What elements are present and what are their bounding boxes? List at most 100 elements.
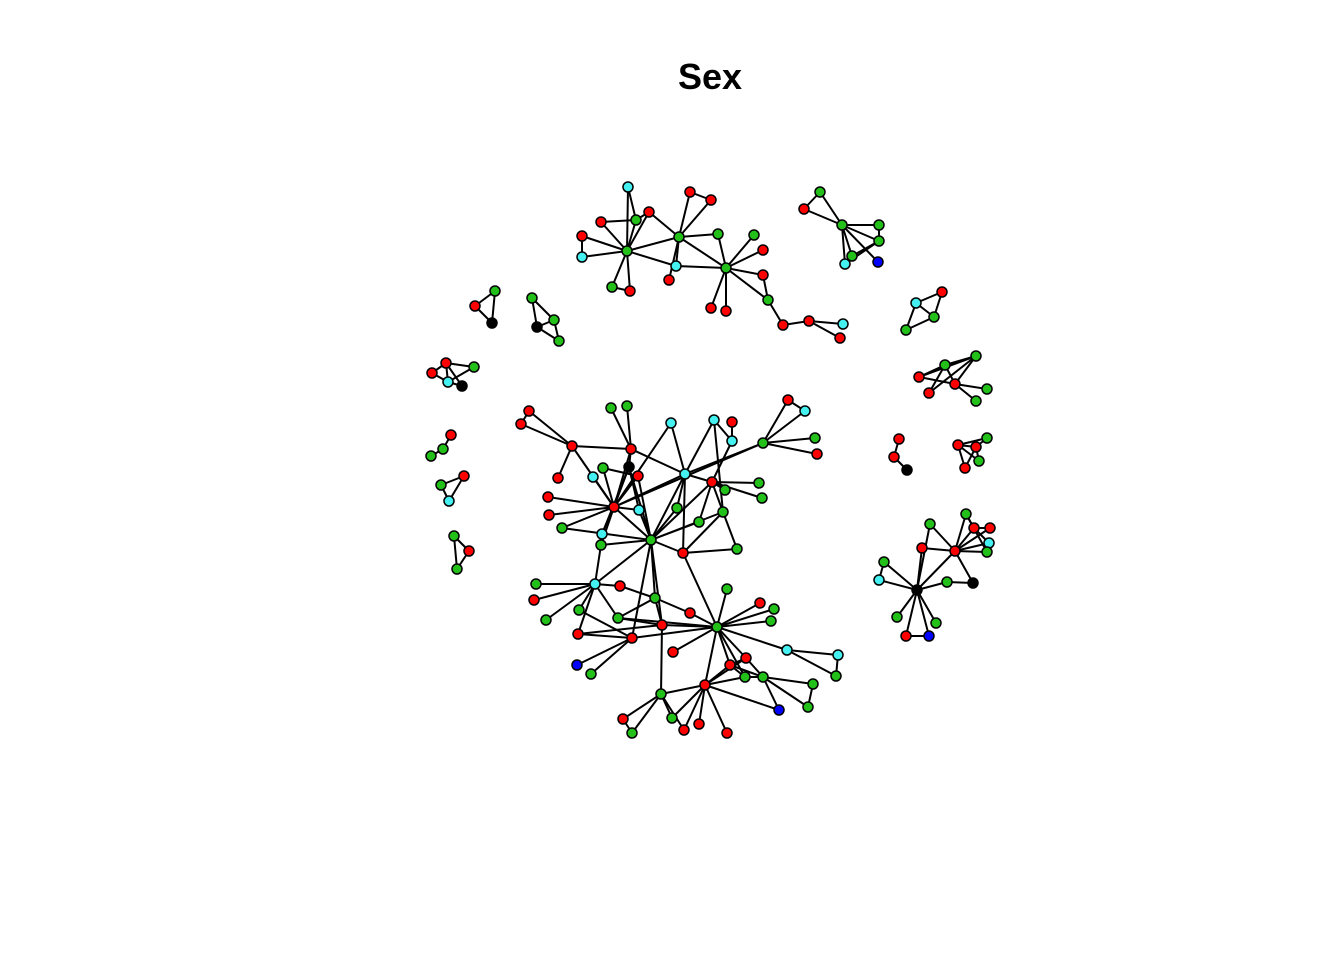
graph-node bbox=[777, 319, 789, 331]
graph-edge bbox=[954, 550, 974, 584]
graph-node bbox=[928, 311, 940, 323]
graph-edge bbox=[678, 199, 712, 238]
graph-node bbox=[456, 380, 468, 392]
graph-edge bbox=[716, 626, 747, 659]
graph-node bbox=[753, 477, 765, 489]
graph-node bbox=[846, 250, 858, 262]
graph-node bbox=[834, 332, 846, 344]
graph-node bbox=[799, 405, 811, 417]
graph-edge bbox=[600, 219, 637, 223]
graph-node bbox=[667, 646, 679, 658]
graph-node bbox=[693, 516, 705, 528]
graph-node bbox=[762, 294, 774, 306]
graph-node bbox=[585, 668, 597, 680]
graph-node bbox=[530, 578, 542, 590]
graph-node bbox=[706, 476, 718, 488]
node-layer bbox=[425, 181, 996, 739]
graph-edge bbox=[878, 579, 918, 591]
graph-node bbox=[724, 659, 736, 671]
graph-edge bbox=[610, 407, 632, 450]
graph-node bbox=[739, 671, 751, 683]
graph-node bbox=[626, 727, 638, 739]
graph-edge bbox=[602, 467, 615, 508]
graph-edge bbox=[762, 676, 780, 711]
graph-node bbox=[673, 231, 685, 243]
graph-node bbox=[617, 713, 629, 725]
graph-edge bbox=[557, 445, 573, 479]
graph-node bbox=[425, 450, 437, 462]
graph-edge bbox=[716, 626, 731, 666]
graph-node bbox=[930, 617, 942, 629]
graph-node bbox=[632, 470, 644, 482]
graph-edge bbox=[613, 506, 652, 541]
graph-node bbox=[608, 501, 620, 513]
graph-node bbox=[566, 440, 578, 452]
graph-edge bbox=[676, 473, 686, 509]
graph-edge bbox=[581, 250, 628, 258]
graph-node bbox=[553, 335, 565, 347]
graph-edge bbox=[578, 609, 633, 639]
graph-edge bbox=[704, 626, 718, 686]
graph-edge bbox=[725, 267, 769, 301]
graph-edge bbox=[650, 507, 678, 541]
graph-edge bbox=[762, 442, 818, 455]
graph-edge bbox=[548, 506, 615, 516]
graph-edge bbox=[594, 583, 619, 619]
graph-node bbox=[901, 464, 913, 476]
graph-node bbox=[576, 251, 588, 263]
graph-node bbox=[670, 260, 682, 272]
graph-node bbox=[891, 611, 903, 623]
graph-node bbox=[515, 418, 527, 430]
graph-edge bbox=[762, 676, 809, 708]
graph-node bbox=[625, 443, 637, 455]
graph-edge bbox=[577, 633, 633, 639]
graph-node bbox=[548, 314, 560, 326]
graph-edge bbox=[631, 626, 718, 639]
graph-node bbox=[605, 402, 617, 414]
graph-node bbox=[814, 186, 826, 198]
graph-edge bbox=[786, 649, 837, 677]
graph-edge bbox=[841, 224, 879, 263]
graph-node bbox=[756, 492, 768, 504]
graph-node bbox=[572, 628, 584, 640]
graph-node bbox=[873, 235, 885, 247]
graph-node bbox=[939, 359, 951, 371]
graph-edge bbox=[711, 481, 763, 499]
graph-edge bbox=[668, 236, 680, 281]
graph-node bbox=[576, 230, 588, 242]
graph-edge bbox=[650, 473, 686, 541]
graph-edge bbox=[660, 624, 663, 695]
graph-node bbox=[731, 543, 743, 555]
graph-edge bbox=[626, 211, 650, 252]
graph-node bbox=[589, 578, 601, 590]
graph-node bbox=[970, 350, 982, 362]
graph-node bbox=[705, 194, 717, 206]
graph-edge bbox=[619, 585, 656, 599]
graph-edge bbox=[631, 693, 662, 734]
graph-node bbox=[832, 649, 844, 661]
graph-node bbox=[596, 528, 608, 540]
graph-edge bbox=[626, 250, 677, 267]
graph-node bbox=[830, 670, 842, 682]
graph-edge bbox=[711, 440, 733, 483]
graph-edge bbox=[704, 684, 728, 734]
graph-node bbox=[916, 542, 928, 554]
graph-node bbox=[973, 455, 985, 467]
graph-node bbox=[893, 433, 905, 445]
graph-node bbox=[443, 495, 455, 507]
graph-edge bbox=[648, 211, 680, 238]
graph-node bbox=[612, 612, 624, 624]
graph-edge bbox=[883, 561, 918, 591]
graph-node bbox=[677, 547, 689, 559]
graph-node bbox=[757, 437, 769, 449]
graph-edge bbox=[722, 511, 738, 550]
graph-node bbox=[587, 471, 599, 483]
graph-node bbox=[757, 671, 769, 683]
graph-edge bbox=[561, 506, 615, 529]
graph-edge bbox=[617, 597, 656, 619]
graph-node bbox=[970, 441, 982, 453]
graph-node bbox=[468, 361, 480, 373]
graph-edge bbox=[682, 511, 724, 554]
graph-node bbox=[442, 376, 454, 388]
